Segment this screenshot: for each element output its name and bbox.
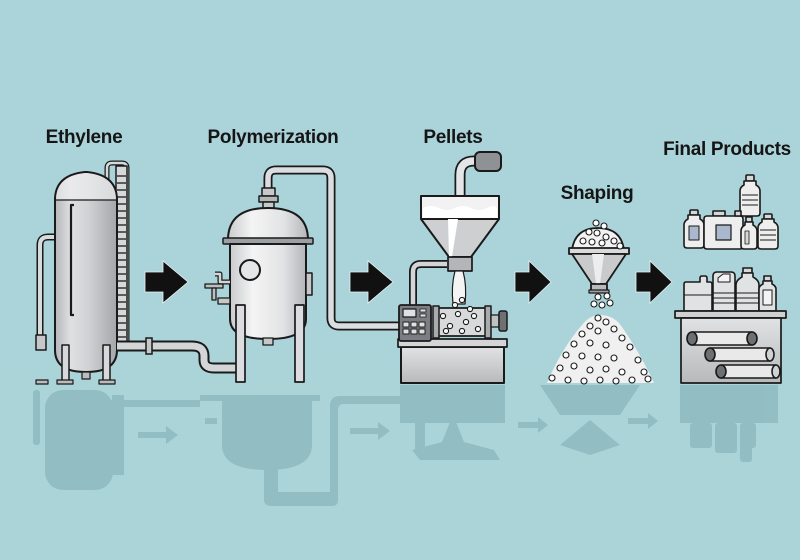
pellet [626, 343, 634, 351]
pellet [585, 228, 593, 236]
pellet [634, 356, 642, 364]
pellet-bubble [442, 327, 450, 335]
pellet [593, 229, 601, 237]
arrow-right-icon [144, 260, 189, 304]
pile-reflection [540, 385, 640, 415]
funnel-pellets-icon [547, 219, 654, 385]
stage-label-ethylene: Ethylene [46, 127, 123, 148]
pellet [592, 219, 600, 227]
arrow-right-icon [349, 260, 394, 304]
pellet [570, 362, 578, 370]
bottle-icon [757, 213, 779, 250]
stage-label-shaping: Shaping [561, 183, 634, 204]
pellet [578, 352, 586, 360]
extruder-reflection [400, 385, 505, 423]
pellet [556, 364, 564, 372]
pellet-bubble [451, 301, 459, 309]
bottle-icon [740, 216, 758, 250]
pellet [594, 327, 602, 335]
pellet [596, 376, 604, 384]
pellet [586, 366, 594, 374]
pellet [588, 238, 596, 246]
pellet-bubble [446, 322, 454, 330]
pellet [578, 330, 586, 338]
reactor-vessel-icon [204, 165, 399, 383]
pellet [612, 377, 620, 385]
pellet [586, 322, 594, 330]
pellet [610, 354, 618, 362]
pellet-bubble [458, 327, 466, 335]
jug-icon [683, 275, 713, 312]
keypad-key [418, 328, 426, 335]
pellet [603, 292, 611, 300]
pellet [610, 325, 618, 333]
pipe-roll-icon [715, 364, 781, 379]
pellet [618, 368, 626, 376]
jerrycan-icon [703, 210, 744, 250]
stage-label-pellets: Pellets [423, 127, 482, 148]
bottle-icon [739, 174, 761, 217]
pellet [628, 376, 636, 384]
pellet-bubble [462, 318, 470, 326]
pellet-bubble [439, 312, 447, 320]
ladder-reflection [112, 395, 124, 475]
pellet [640, 368, 648, 376]
pellet [594, 353, 602, 361]
pellet [564, 376, 572, 384]
floor-reflection [33, 385, 778, 506]
pellet [616, 242, 624, 250]
pipe-roll-icon [704, 347, 775, 362]
arrow-right-icon [514, 260, 552, 304]
bottles-and-pipes-icon [674, 174, 787, 384]
pellet [602, 233, 610, 241]
transfer-pipe [117, 337, 236, 374]
pellet [562, 351, 570, 359]
keypad-key [402, 328, 410, 335]
ladder [104, 160, 130, 348]
pellet [594, 314, 602, 322]
pellet [570, 340, 578, 348]
pellet [610, 237, 618, 245]
pellet [590, 300, 598, 308]
keypad-key [402, 321, 410, 328]
keypad-key [410, 328, 418, 335]
pellet [586, 339, 594, 347]
keypad-key [418, 321, 426, 328]
pellet [644, 375, 652, 383]
pipe-roll-icon [686, 331, 758, 346]
pellet-bubble [454, 310, 462, 318]
pellet [600, 222, 608, 230]
pellet [598, 239, 606, 247]
stage-label-final-products: Final Products [663, 139, 791, 160]
storage-tank-icon [35, 160, 130, 385]
pellet [548, 374, 556, 382]
pellet [602, 365, 610, 373]
arrow-reflection [138, 426, 178, 444]
arrow-right-icon [635, 260, 673, 304]
pellet-bubble [466, 305, 474, 313]
table-reflection [680, 385, 778, 423]
tank-reflection [45, 390, 113, 490]
pellet [594, 293, 602, 301]
pellet [606, 299, 614, 307]
bottle-icon [735, 267, 760, 312]
detergent-jug-icon [712, 271, 736, 312]
pellet [579, 237, 587, 245]
reactor-reflection [222, 400, 312, 470]
pellet-bubble [458, 296, 466, 304]
bottle-icon [683, 209, 705, 249]
pellet [598, 301, 606, 309]
pellet-bubble [474, 325, 482, 333]
pellet [618, 334, 626, 342]
keypad-key [410, 321, 418, 328]
stage-label-polymerization: Polymerization [208, 127, 339, 148]
pellet [602, 341, 610, 349]
pellet-bubble [470, 312, 478, 320]
pellet [602, 318, 610, 326]
extruder-hopper-icon [397, 151, 508, 384]
pellet [580, 377, 588, 385]
